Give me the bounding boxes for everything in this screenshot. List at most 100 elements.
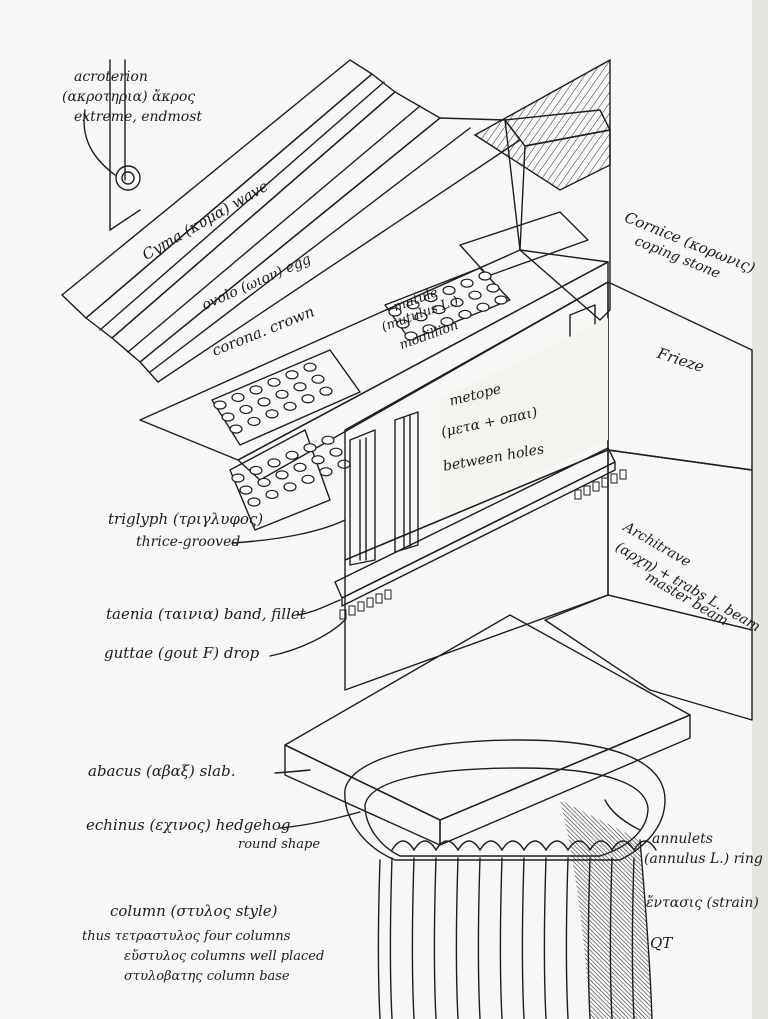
- label-column-stylobate: στυλοβατης column base: [124, 969, 290, 984]
- gutta: [257, 397, 271, 407]
- gutta: [319, 467, 333, 477]
- gutta: [275, 389, 289, 399]
- gutta: [337, 459, 351, 469]
- gutta: [319, 386, 333, 396]
- gutta: [450, 297, 464, 307]
- label-triglyph-meaning: thrice-grooved: [136, 534, 241, 550]
- label-annulets: annulets: [652, 831, 713, 847]
- gutta: [406, 300, 420, 310]
- gutta: [247, 416, 261, 427]
- gutta: [468, 290, 482, 300]
- column-flute: [389, 857, 393, 1019]
- gutta: [329, 447, 343, 457]
- gutta: [366, 597, 374, 608]
- label-acroterion-greek: (ακροτηρια) ἄκρος: [62, 89, 196, 105]
- label-column-eustyle: εὔστυλος columns well placed: [124, 949, 325, 964]
- raking-cornice: [61, 59, 521, 383]
- label-echinus: echinus (εχινος) hedgehog: [86, 816, 291, 834]
- gutta: [293, 462, 307, 472]
- gutta: [275, 470, 289, 480]
- label-echinus-meaning: round shape: [238, 837, 321, 852]
- abacus-slab: [284, 614, 691, 846]
- gutta: [348, 605, 356, 616]
- gutta: [257, 477, 271, 488]
- gutta: [432, 305, 446, 315]
- label-column-tetrastyle: thus τετραστυλος four columns: [82, 929, 291, 944]
- gutta: [239, 485, 253, 495]
- gutta: [442, 285, 456, 295]
- gutta: [239, 404, 253, 415]
- label-acroterion-meaning: extreme, endmost: [74, 109, 203, 125]
- pediment-corner: [473, 58, 611, 191]
- gutta: [339, 609, 347, 620]
- flute-top: [435, 840, 459, 851]
- architrave-block: [344, 449, 753, 721]
- gutta: [422, 324, 436, 334]
- gutta: [478, 271, 492, 281]
- acroterion-scroll: [109, 59, 141, 231]
- gutta: [460, 278, 474, 288]
- label-column: column (στυλος style): [110, 902, 278, 920]
- column-flute: [455, 857, 459, 1019]
- gutta: [301, 474, 315, 484]
- gutta: [476, 302, 490, 312]
- gutta: [285, 450, 299, 460]
- gutta: [311, 455, 325, 465]
- flute-top: [457, 840, 481, 851]
- taenia-band: [334, 447, 627, 620]
- gutta: [267, 458, 281, 468]
- gutta: [303, 362, 317, 372]
- gutta: [388, 307, 402, 317]
- gutta: [231, 473, 245, 483]
- gutta: [384, 589, 392, 600]
- artist-signature: QT: [650, 934, 673, 952]
- gutta: [610, 473, 618, 484]
- gutta: [283, 401, 297, 411]
- gutta: [311, 374, 325, 384]
- gutta: [396, 319, 410, 329]
- gutta: [229, 424, 243, 434]
- gutta: [619, 469, 627, 480]
- gutta: [574, 489, 582, 500]
- gutta: [249, 385, 263, 395]
- gutta: [592, 481, 600, 492]
- label-abacus: abacus (αβαξ) slab.: [88, 762, 236, 780]
- gutta: [303, 443, 317, 453]
- flute-top: [545, 840, 569, 851]
- gutta: [583, 485, 591, 496]
- gutta: [601, 477, 609, 488]
- column-flute: [433, 857, 437, 1019]
- label-taenia: taenia (ταινια) band, fillet: [106, 605, 306, 623]
- gutta: [265, 409, 279, 419]
- gutta: [265, 489, 279, 500]
- label-acroterion: acroterion: [74, 69, 148, 85]
- gutta: [285, 370, 299, 380]
- gutta: [424, 293, 438, 303]
- column-flute: [521, 857, 525, 1019]
- mutule-guttae: [213, 271, 508, 507]
- column-flute: [499, 857, 503, 1019]
- column-flute: [411, 857, 415, 1019]
- flute-top: [523, 840, 547, 851]
- gutta: [293, 382, 307, 392]
- gutta: [486, 283, 500, 293]
- gutta: [414, 312, 428, 322]
- flute-top: [479, 840, 503, 851]
- gutta: [404, 331, 418, 341]
- gutta: [357, 601, 365, 612]
- cornice-block: [504, 109, 611, 321]
- capital-and-column: [344, 739, 666, 1019]
- label-guttae: guttae (gout F) drop: [104, 644, 260, 662]
- label-annulets-latin: (annulus L.) ring: [644, 851, 763, 867]
- label-entasis: ἔντασις (strain): [646, 895, 759, 911]
- gutta: [321, 435, 335, 445]
- column-flute: [477, 857, 481, 1019]
- gutta: [301, 394, 315, 404]
- page-edge: [752, 0, 768, 1019]
- gutta: [221, 412, 235, 422]
- label-triglyph: triglyph (τριγλυφος): [108, 510, 264, 528]
- column-flute: [543, 857, 547, 1019]
- gutta: [267, 377, 281, 387]
- gutta: [231, 392, 245, 403]
